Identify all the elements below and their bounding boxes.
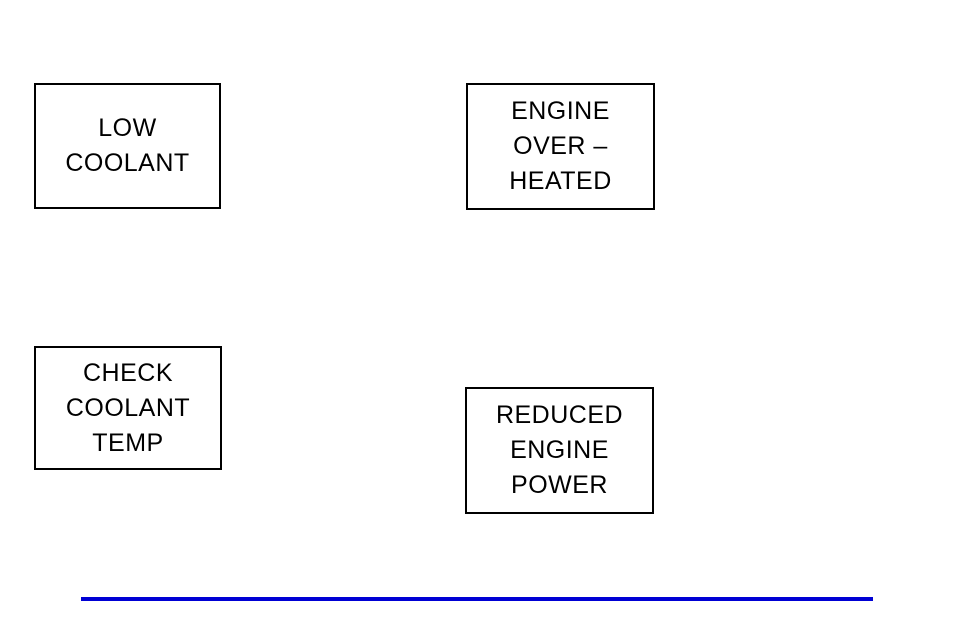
telltale-line: HEATED [509, 167, 612, 195]
telltale-line: ENGINE [511, 97, 610, 125]
telltale-line: TEMP [92, 428, 164, 457]
telltale-line: COOLANT [65, 149, 190, 177]
blue-divider-rule [81, 597, 873, 601]
telltale-reduced-engine-power: REDUCED ENGINE POWER [465, 387, 654, 514]
telltale-line: ENGINE [510, 436, 609, 464]
telltale-low-coolant: LOW COOLANT [34, 83, 221, 209]
telltale-check-coolant-temp: CHECK COOLANT TEMP [34, 346, 222, 470]
telltale-line: OVER – [513, 132, 608, 160]
telltale-line: POWER [511, 471, 608, 499]
telltale-line: CHECK [82, 358, 173, 387]
telltale-engine-overheated: ENGINE OVER – HEATED [466, 83, 655, 210]
telltale-line: LOW [98, 114, 157, 142]
telltale-line: REDUCED [495, 401, 624, 429]
telltale-line: COOLANT [65, 393, 191, 422]
